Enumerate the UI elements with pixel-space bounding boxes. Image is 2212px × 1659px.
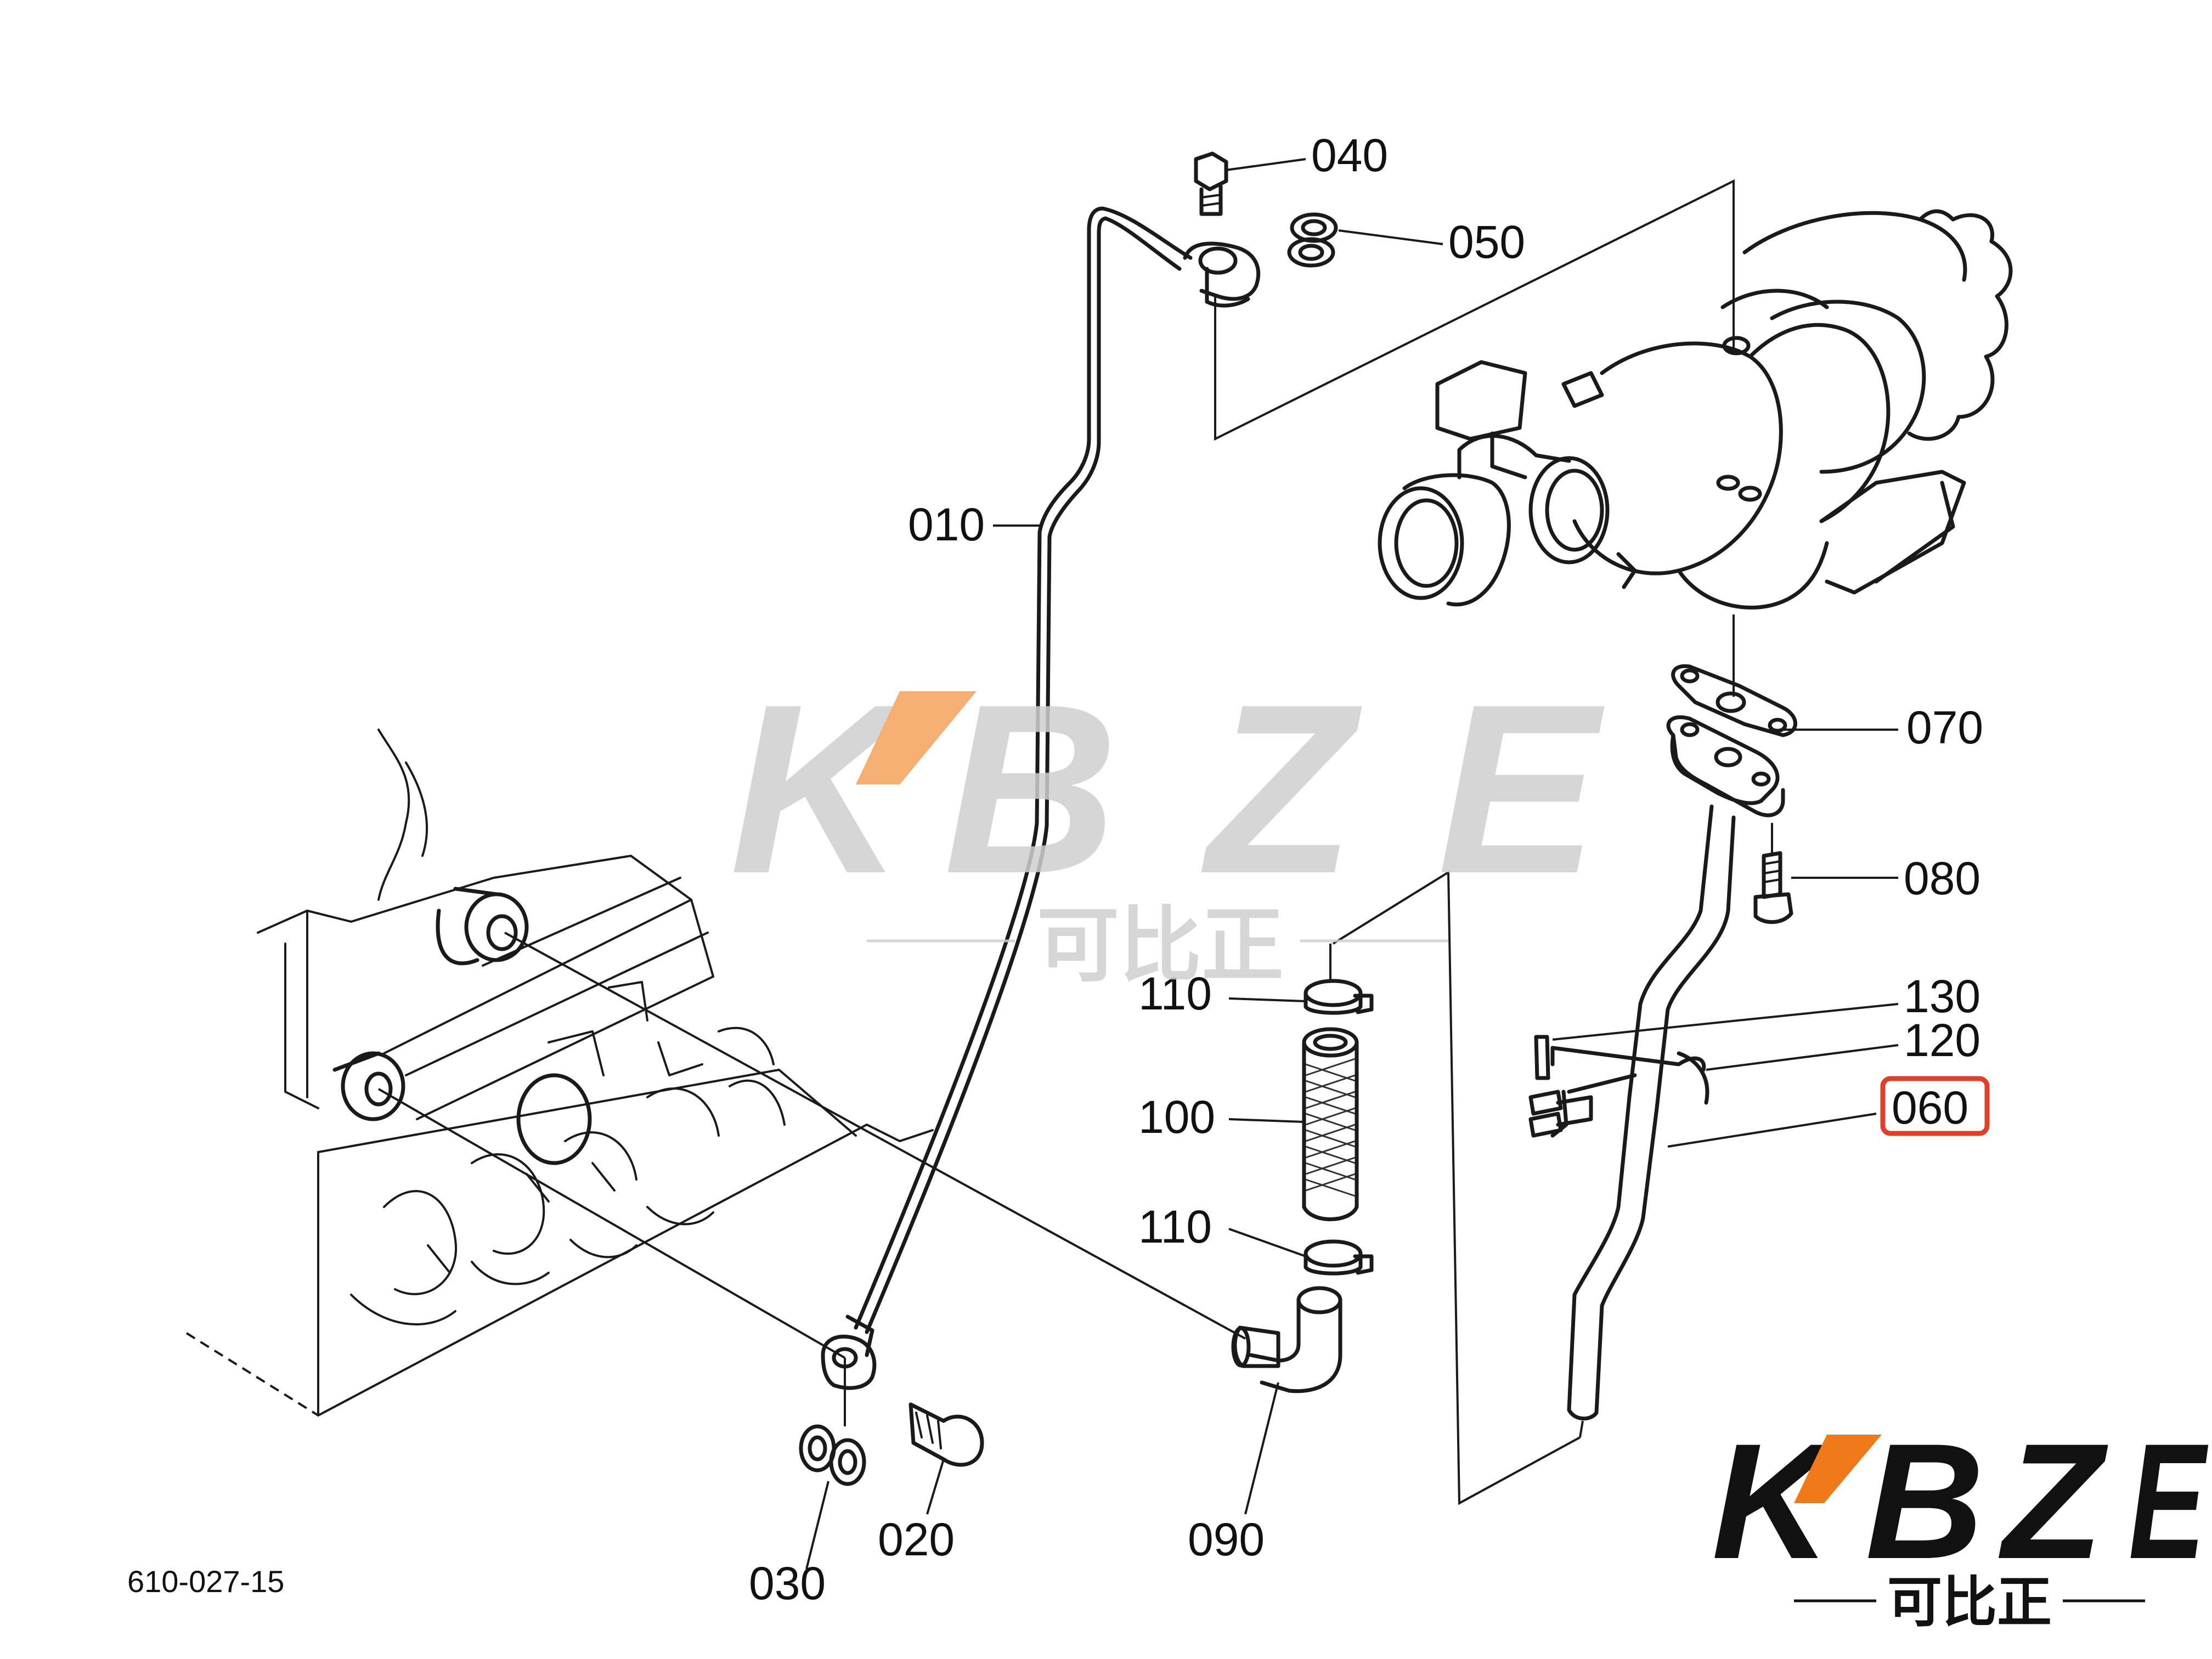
logo-letter-b: B xyxy=(1865,1409,1984,1593)
washers-030-drawing xyxy=(799,1424,866,1486)
callout-040: 040 xyxy=(1311,129,1388,181)
callout-100: 100 xyxy=(1138,1091,1215,1143)
logo-subtitle: 可比正 xyxy=(1887,1570,2052,1634)
callout-030: 030 xyxy=(749,1558,826,1609)
banjo-bolt-020-drawing xyxy=(909,1402,984,1467)
hose-110-upper-drawing xyxy=(1304,979,1374,1015)
gasket-070-drawing xyxy=(1671,664,1797,737)
clamp-120-bolt-130-drawing xyxy=(1528,1035,1709,1138)
elbow-090-drawing xyxy=(1231,1286,1342,1393)
hose-100-drawing xyxy=(1302,1027,1359,1221)
callout-090: 090 xyxy=(1188,1514,1265,1565)
callout-110-upper: 110 xyxy=(1138,968,1212,1019)
watermark-letter-z: Z xyxy=(1199,654,1365,924)
leader-lines xyxy=(378,158,1899,1570)
logo-letter-e: E xyxy=(2129,1409,2210,1593)
washers-050-drawing xyxy=(1287,212,1338,268)
watermark-letter-b: B xyxy=(944,654,1118,924)
turbocharger-drawing xyxy=(1378,209,2013,610)
callout-070: 070 xyxy=(1906,702,1983,753)
callout-080: 080 xyxy=(1904,853,1980,904)
figure-code: 610-027-15 xyxy=(127,1564,284,1599)
callout-020: 020 xyxy=(878,1514,955,1565)
hose-110-lower-drawing xyxy=(1304,1239,1374,1276)
watermark: K B Z E 可比正 xyxy=(730,654,1607,994)
bolt-040-drawing xyxy=(1194,151,1228,216)
watermark-letter-k: K xyxy=(730,654,922,924)
oil-pipe-010-drawing xyxy=(821,206,1261,1390)
callout-110-lower: 110 xyxy=(1138,1201,1212,1252)
engine-block-drawing xyxy=(185,729,934,1417)
watermark-subtitle: 可比正 xyxy=(1037,898,1284,994)
bolt-080-drawing xyxy=(1753,851,1793,924)
logo-accent-mark xyxy=(1794,1435,1882,1503)
callout-130: 130 xyxy=(1904,970,1980,1022)
callout-060: 060 xyxy=(1892,1082,1968,1133)
callout-010: 010 xyxy=(908,499,985,550)
highlight-box-060 xyxy=(1880,1076,1990,1136)
callout-050: 050 xyxy=(1448,216,1525,268)
logo-letter-z: Z xyxy=(1997,1409,2111,1593)
watermark-letter-e: E xyxy=(1437,654,1607,924)
callout-120: 120 xyxy=(1904,1014,1980,1066)
return-pipe-060-drawing xyxy=(1567,715,1785,1421)
brand-logo: K B Z E 可比正 xyxy=(1712,1409,2210,1634)
watermark-accent-mark xyxy=(856,691,977,785)
